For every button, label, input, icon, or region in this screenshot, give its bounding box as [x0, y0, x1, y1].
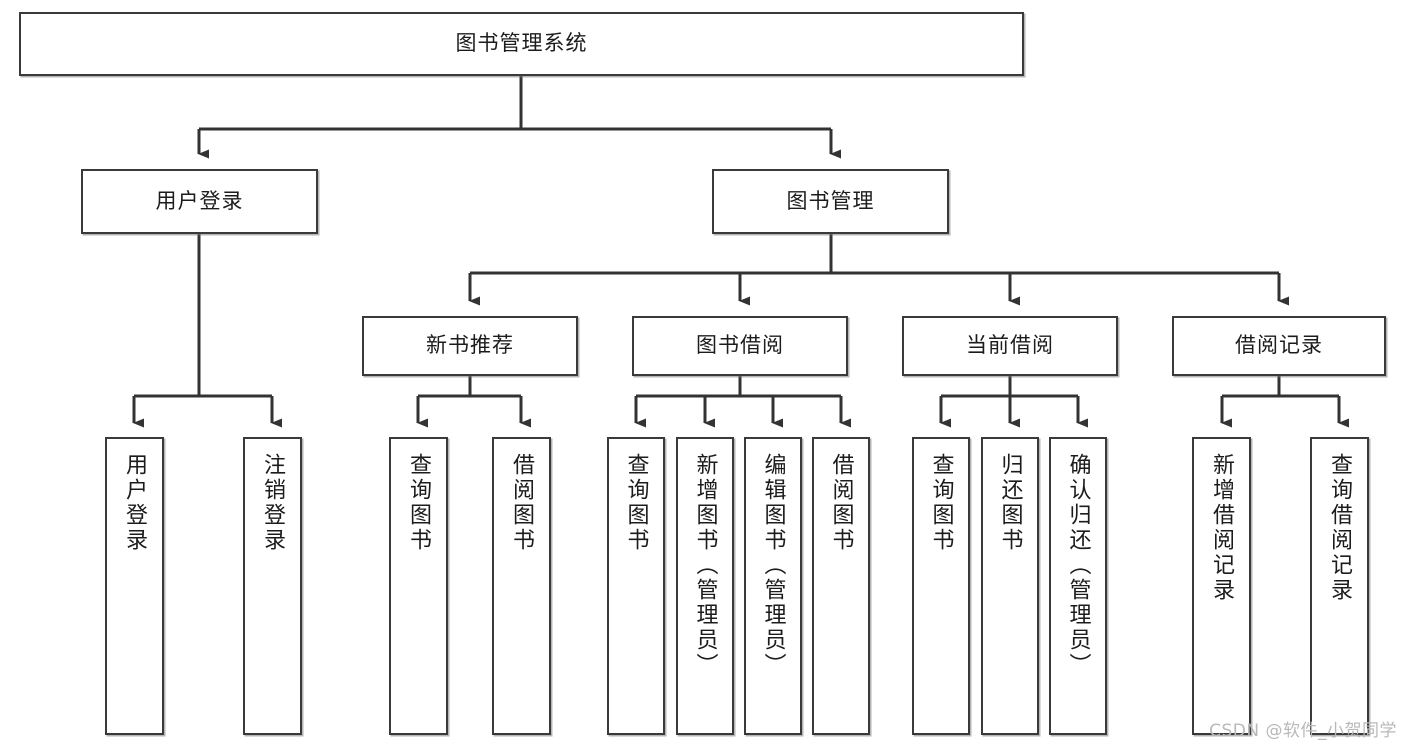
node-book-management[interactable]: 图书管理 — [712, 169, 949, 234]
node-label: 新增图书（管理员） — [692, 453, 718, 678]
node-leaf-borrow-book-1[interactable]: 借阅图书 — [492, 437, 551, 735]
node-label: 编辑图书（管理员） — [760, 453, 786, 678]
node-leaf-query-book-2[interactable]: 查询图书 — [607, 437, 665, 735]
node-leaf-edit-book[interactable]: 编辑图书（管理员） — [744, 437, 802, 735]
node-root-system[interactable]: 图书管理系统 — [19, 12, 1024, 76]
node-leaf-query-book-3[interactable]: 查询图书 — [912, 437, 970, 735]
node-book-borrow[interactable]: 图书借阅 — [632, 316, 848, 376]
node-label: 确认归还（管理员） — [1065, 453, 1091, 678]
node-leaf-add-record[interactable]: 新增借阅记录 — [1192, 437, 1251, 735]
node-leaf-confirm-return[interactable]: 确认归还（管理员） — [1049, 437, 1107, 735]
node-label: 查询图书 — [928, 453, 954, 553]
node-leaf-return-book[interactable]: 归还图书 — [981, 437, 1039, 735]
node-label: 借阅图书 — [828, 453, 854, 553]
node-current-borrow[interactable]: 当前借阅 — [902, 316, 1118, 376]
node-label: 注销登录 — [260, 453, 286, 553]
node-leaf-query-book-1[interactable]: 查询图书 — [389, 437, 448, 735]
node-label: 查询图书 — [623, 453, 649, 553]
node-label: 新增借阅记录 — [1209, 453, 1235, 603]
node-label: 归还图书 — [997, 453, 1023, 553]
node-label: 用户登录 — [122, 453, 148, 553]
node-label: 图书管理 — [786, 188, 875, 213]
node-user-login[interactable]: 用户登录 — [81, 169, 318, 234]
node-label: 当前借阅 — [966, 333, 1054, 358]
node-label: 图书借阅 — [696, 333, 784, 358]
node-label: 图书管理系统 — [455, 31, 588, 56]
node-label: 查询图书 — [406, 453, 432, 553]
node-borrow-record[interactable]: 借阅记录 — [1172, 316, 1386, 376]
node-label: 借阅图书 — [509, 453, 535, 553]
node-new-book-recommend[interactable]: 新书推荐 — [362, 316, 578, 376]
node-leaf-borrow-book-2[interactable]: 借阅图书 — [812, 437, 870, 735]
node-label: 新书推荐 — [426, 333, 514, 358]
node-label: 用户登录 — [155, 188, 244, 213]
node-leaf-logout[interactable]: 注销登录 — [243, 437, 302, 735]
node-leaf-query-record[interactable]: 查询借阅记录 — [1310, 437, 1369, 735]
node-leaf-user-login[interactable]: 用户登录 — [105, 437, 164, 735]
node-label: 查询借阅记录 — [1327, 453, 1353, 603]
node-label: 借阅记录 — [1235, 333, 1323, 358]
node-leaf-add-book[interactable]: 新增图书（管理员） — [676, 437, 734, 735]
